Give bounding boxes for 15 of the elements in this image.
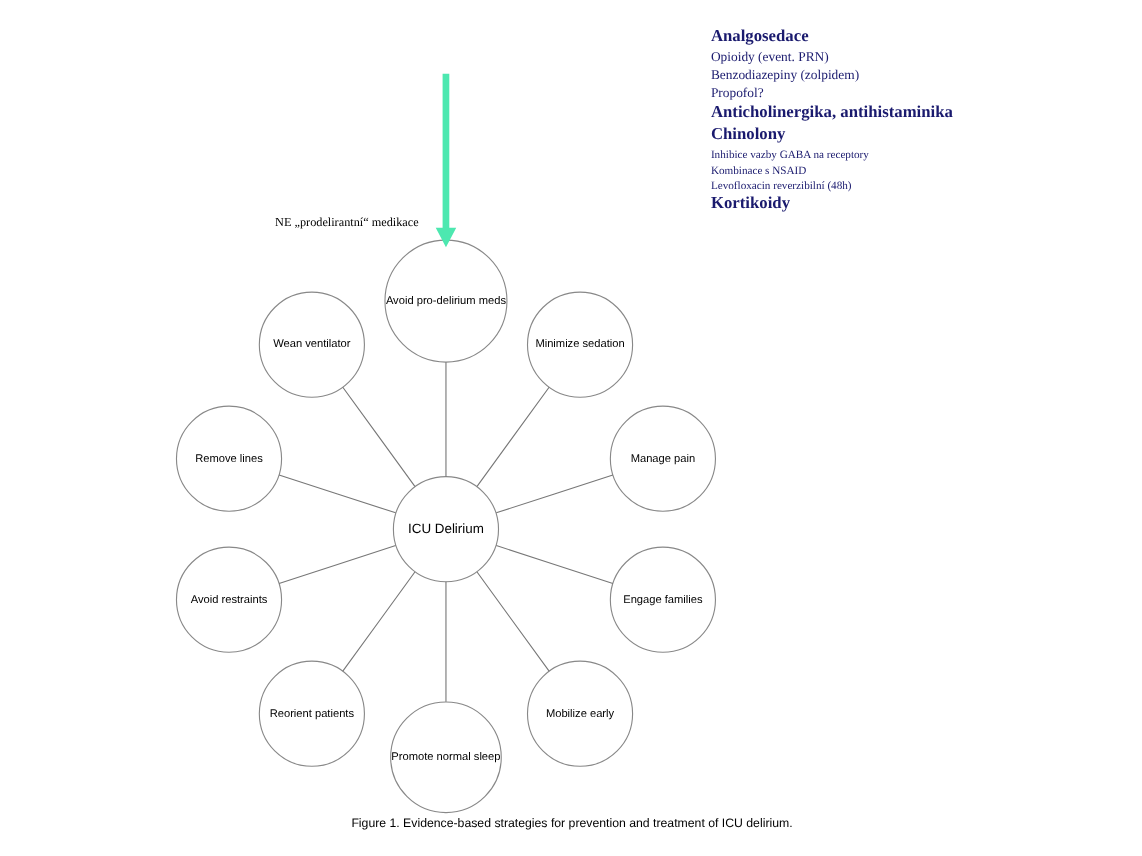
label: Anticholinergika, antihistaminika: [709, 102, 952, 121]
connector: [494, 474, 613, 514]
connector: [444, 581, 446, 703]
label: Analgosedace: [709, 26, 808, 45]
connector: [341, 386, 415, 487]
label: Chinolony: [709, 124, 785, 143]
connector: [475, 386, 549, 487]
connector: [475, 571, 549, 672]
arrow: [434, 73, 456, 248]
connector: [277, 545, 396, 584]
connector: [444, 361, 446, 478]
connector: [341, 571, 415, 672]
connector: [494, 545, 613, 584]
connector: [277, 474, 396, 514]
label: Kortikoidy: [709, 194, 790, 213]
